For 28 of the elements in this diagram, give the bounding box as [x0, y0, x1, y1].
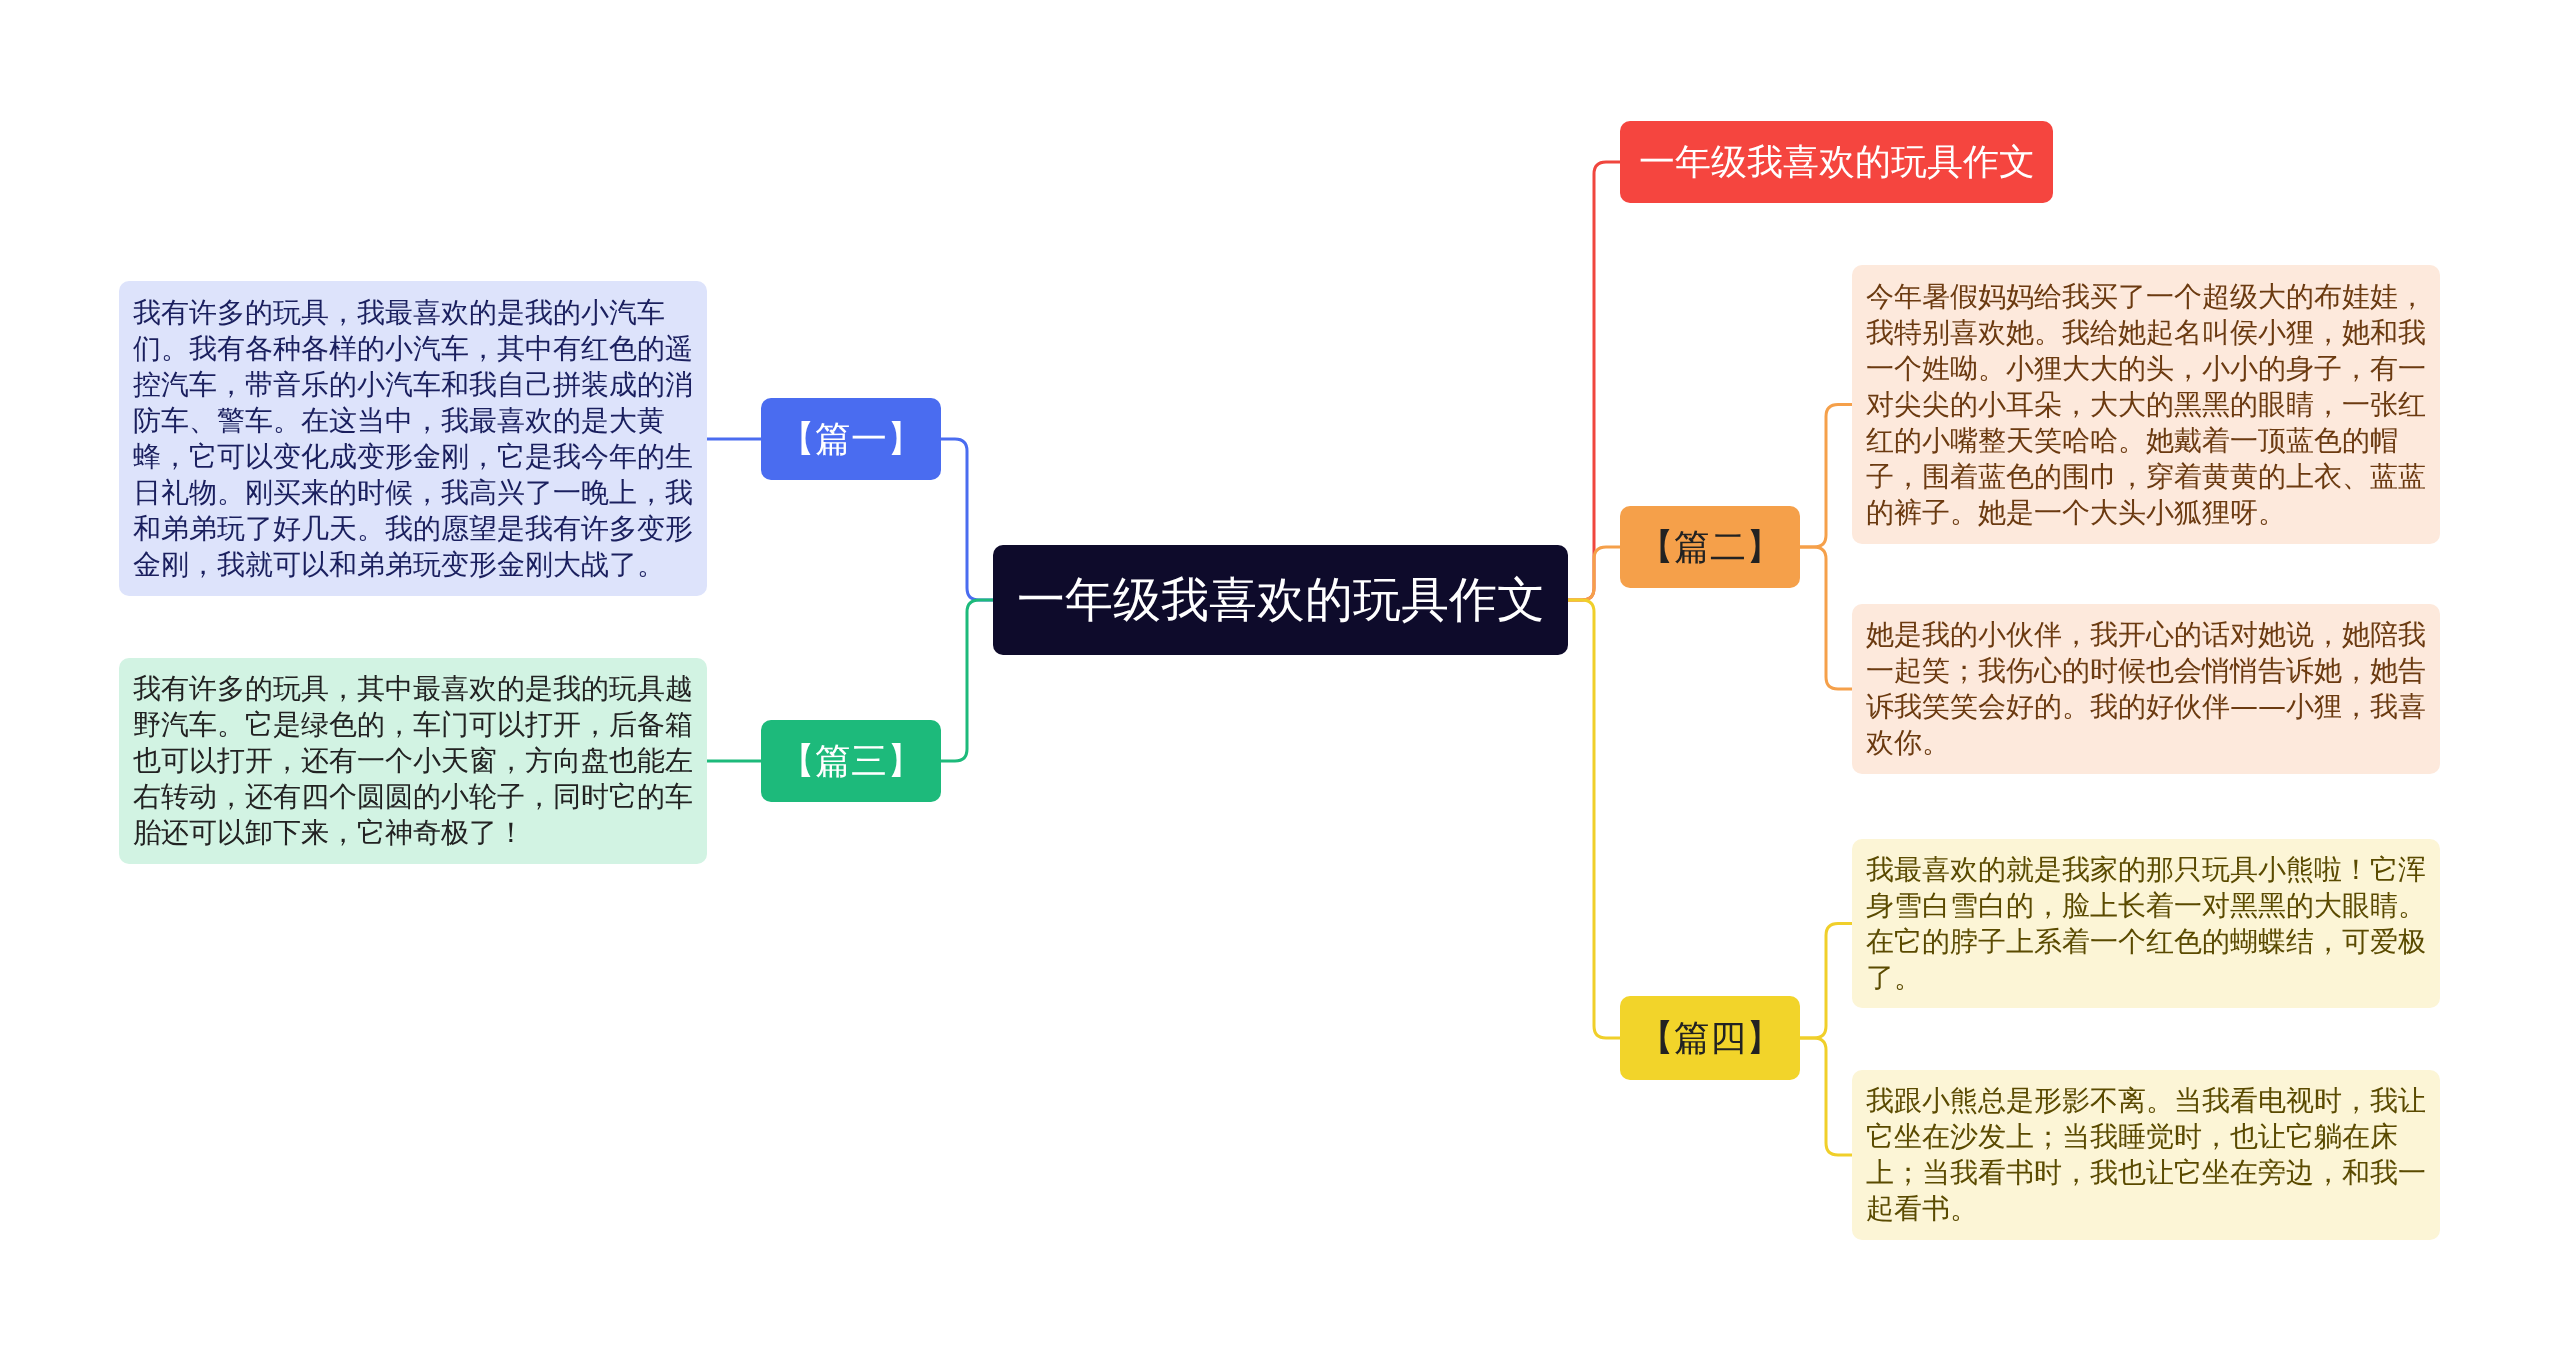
paragraph-text: 我有许多的玩具，我最喜欢的是我的小汽车们。我有各种各样的小汽车，其中有红色的遥控汽车，带音乐的小汽车和我自己拼装成的消防车、警车。在这当中，我最喜欢的是大黄蜂，它可以变化成变形金刚，它是我今年的生日礼物。刚买来的时候，我高兴了一晚上，我和弟弟玩了好几天。我的愿望是我有许多变形金刚，我就可以和弟弟玩变形金刚大战了。 [133, 294, 693, 583]
text-card [1852, 839, 2440, 1008]
paragraph-text: 今年暑假妈妈给我买了一个超级大的布娃娃，我特别喜欢她。我给她起名叫侯小狸，她和我一个姓呦。小狸大大的头，小小的身子，有一对尖尖的小耳朵，大大的黑黑的眼睛，一张红红的小嘴整天笑哈哈。她戴着一顶蓝色的帽子，围着蓝色的围巾，穿着黄黄的上衣、蓝蓝的裤子。她是一个大头小狐狸呀。 [1866, 278, 2426, 531]
connector-line [707, 437, 761, 441]
text-card [119, 658, 707, 864]
topic-label: 【篇三】 [779, 738, 923, 783]
branch-box [1620, 996, 1800, 1080]
paragraph-text: 她是我的小伙伴，我开心的话对她说，她陪我一起笑；我伤心的时候也会悄悄告诉她，她告诉我笑笑会好的。我的好伙伴——小狸，我喜欢你。 [1866, 617, 2426, 761]
connector-line [941, 598, 993, 763]
paragraph-text: 我跟小熊总是形影不离。当我看电视时，我让它坐在沙发上；当我睡觉时，也让它躺在床上；当我看书时，我也让它坐在旁边，和我一起看书。 [1866, 1083, 2426, 1227]
branch-box [761, 720, 941, 802]
connector-line [1800, 545, 1852, 691]
topic-label: 【篇一】 [779, 416, 923, 461]
connector-line [1568, 598, 1620, 1040]
branch-box [761, 398, 941, 480]
text-card [1852, 1070, 2440, 1240]
paragraph-text: 我最喜欢的就是我家的那只玩具小熊啦！它浑身雪白雪白的，脸上长着一对黑黑的大眼睛。在它的脖子上系着一个红色的蝴蝶结，可爱极了。 [1866, 851, 2426, 996]
connector-line [1800, 1036, 1852, 1157]
topic-label: 【篇四】 [1638, 1015, 1782, 1060]
text-card [1852, 604, 2440, 774]
central-topic-box [993, 545, 1568, 655]
paragraph-text: 我有许多的玩具，其中最喜欢的是我的玩具越野汽车。它是绿色的，车门可以打开，后备箱也可以打开，还有一个小天窗，方向盘也能左右转动，还有四个圆圆的小轮子，同时它的车胎还可以卸下来，它神奇极了！ [133, 671, 693, 851]
branch-box [1620, 506, 1800, 588]
topic-label: 一年级我喜欢的玩具作文 [1638, 139, 2035, 184]
topic-label: 【篇二】 [1638, 524, 1782, 569]
topic-label: 一年级我喜欢的玩具作文 [1016, 570, 1545, 629]
title-box [1620, 121, 2053, 203]
connector-line [707, 759, 761, 763]
